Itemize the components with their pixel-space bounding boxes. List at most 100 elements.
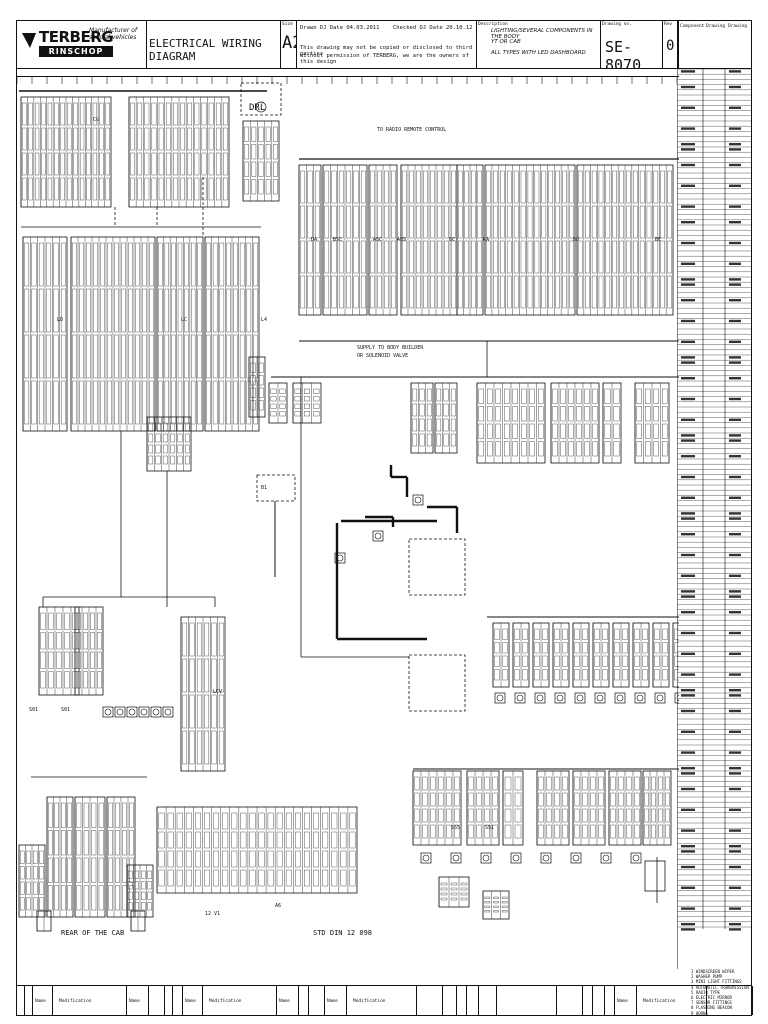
checked-by: Checked DJ Date 20.10.12	[393, 25, 473, 31]
notice-line-1: This drawing may not be copied or disclo…	[300, 45, 473, 57]
footer-cell	[707, 986, 753, 1015]
footer-name-label: Name	[279, 999, 290, 1004]
footer-cell: Name	[183, 986, 203, 1015]
label-cg: CG	[93, 117, 100, 123]
footer-cell	[583, 986, 593, 1015]
footer-cell	[309, 986, 325, 1015]
label-asc: ASC	[373, 237, 383, 243]
footer-cell	[25, 986, 33, 1015]
label-s01a: S01	[29, 707, 39, 713]
footer-cell	[299, 986, 309, 1015]
footer-cell	[17, 986, 25, 1015]
label-12v: 12 V1	[205, 911, 221, 917]
label-ra: RA	[483, 237, 490, 243]
revision-value: 0	[666, 38, 675, 54]
size-value: A2	[282, 33, 296, 53]
radio-remote-label: TO RADIO REMOTE CONTROL	[377, 127, 447, 133]
drawn-checked-cell: Drawn DJ Date 04.03.2011 Checked DJ Date…	[297, 21, 477, 68]
label-da: DA	[311, 237, 318, 243]
revision-footer: Name Modification Name Name Modification Name…	[17, 985, 753, 1015]
legend-item: 9 HORNS	[691, 1010, 708, 1016]
description-line-2: YT OR CAB	[491, 39, 521, 45]
logo-cell: TERBERG RINSCHOP Manufacturer of special…	[17, 21, 147, 68]
description-cell: Description LIGHTING/SEVERAL COMPONENTS …	[477, 21, 601, 68]
label-bsc: BSC	[333, 237, 343, 243]
footer-cell	[443, 986, 457, 1015]
label-ld: LD	[57, 317, 64, 323]
revision-label: Rev	[664, 22, 673, 27]
footer-cell	[557, 986, 583, 1015]
document-title-cell: ELECTRICAL WIRING DIAGRAM	[147, 21, 281, 68]
footer-cell: Modification	[203, 986, 277, 1015]
legend-item: 1 WINDSCREEN WIPER	[691, 969, 735, 974]
drawing-number-cell: Drawing no. SE-8070	[601, 21, 663, 68]
drawing-number-label: Drawing no.	[602, 22, 632, 27]
rear-of-cab-label: REAR OF THE CAB	[61, 929, 125, 937]
legend-item: 2 WASHER PUMP	[691, 974, 723, 980]
label-s55: S55	[451, 825, 461, 831]
legend-item: 3 MINI LIGHT FITTINGS	[691, 979, 742, 985]
label-s01b: S01	[61, 707, 71, 713]
terberg-logo-icon	[22, 33, 36, 48]
footer-cell: Name	[277, 986, 299, 1015]
legend-item: 5 RADIO TYPE	[691, 989, 720, 995]
footer-cell	[497, 986, 557, 1015]
size-label: Size	[282, 22, 293, 27]
component-list-header: Component Drawing Drawing	[677, 21, 751, 69]
brand-name: TERBERG	[39, 28, 114, 46]
label-bd: BD	[573, 237, 580, 243]
footer-cell	[605, 986, 615, 1015]
label-b1: B1	[261, 485, 268, 491]
drawing-number: SE-8070	[605, 38, 642, 68]
footer-name-label: Name	[185, 999, 196, 1004]
footer-cell: Name	[615, 986, 637, 1015]
footer-name-label: Name	[129, 999, 140, 1004]
wiring-diagram: DRL TO RADIO REMOTE CONTROL SUPPLY TO BO…	[17, 77, 690, 987]
footer-modification-label: Modification	[353, 999, 386, 1004]
footer-name-label: Name	[617, 999, 628, 1004]
supply-label-2: OR SOLENOID VALVE	[357, 353, 409, 359]
std-din-label: STD DIN 12 098	[313, 929, 373, 937]
description-line-3: ALL TYPES WITH LED DASHBOARD	[491, 50, 586, 56]
footer-modification-label: Modification	[209, 999, 242, 1004]
revision-cell: Rev 0	[663, 21, 679, 68]
document-title: ELECTRICAL WIRING DIAGRAM	[149, 37, 262, 63]
label-abs: ABS	[397, 237, 407, 243]
footer-cell	[165, 986, 173, 1015]
component-list-column: Component Drawing Drawing	[677, 21, 751, 1015]
footer-cell	[457, 986, 467, 1015]
footer-cell: Name	[127, 986, 149, 1015]
footer-cell	[417, 986, 443, 1015]
ruler-ticks	[16, 76, 678, 84]
legend-item: 7 SENSOR FITTINGS	[691, 1000, 732, 1006]
footer-cell: Modification	[53, 986, 127, 1015]
legend-item: 8 FLASHING BEACON	[691, 1005, 732, 1011]
footer-cell	[467, 986, 479, 1015]
brand-subtitle: RINSCHOP	[39, 46, 113, 57]
brand-tagline: Manufacturer of special vehicles	[89, 27, 138, 41]
footer-cell	[593, 986, 605, 1015]
component-list-table	[677, 69, 751, 969]
footer-modification-label: Modification	[59, 999, 92, 1004]
label-be: BE	[655, 237, 662, 243]
label-bc: BC	[449, 237, 456, 243]
label-l4: L4	[261, 317, 268, 323]
label-lc: LC	[181, 317, 188, 323]
label-s51: S51	[485, 825, 495, 831]
label-a6: A6	[275, 903, 282, 909]
footer-cell	[479, 986, 497, 1015]
column-ruler	[16, 69, 679, 84]
wiring-diagram-canvas	[18, 82, 690, 932]
title-block: TERBERG RINSCHOP Manufacturer of special…	[17, 21, 751, 69]
legend-item: 4 AUTOMATIC TRANSMISSION	[691, 984, 749, 990]
footer-cell	[149, 986, 165, 1015]
footer-name-label: Name	[35, 999, 46, 1004]
footer-cell: Name	[325, 986, 347, 1015]
footer-modification-label: Modification	[643, 999, 676, 1004]
notice-line-2: without permission of TERBERG, we are th…	[300, 53, 469, 65]
supply-label: SUPPLY TO BODY BUILDER	[357, 345, 424, 351]
footer-name-label: Name	[327, 999, 338, 1004]
drl-label: DRL	[249, 103, 266, 113]
description-label: Description	[478, 22, 508, 27]
